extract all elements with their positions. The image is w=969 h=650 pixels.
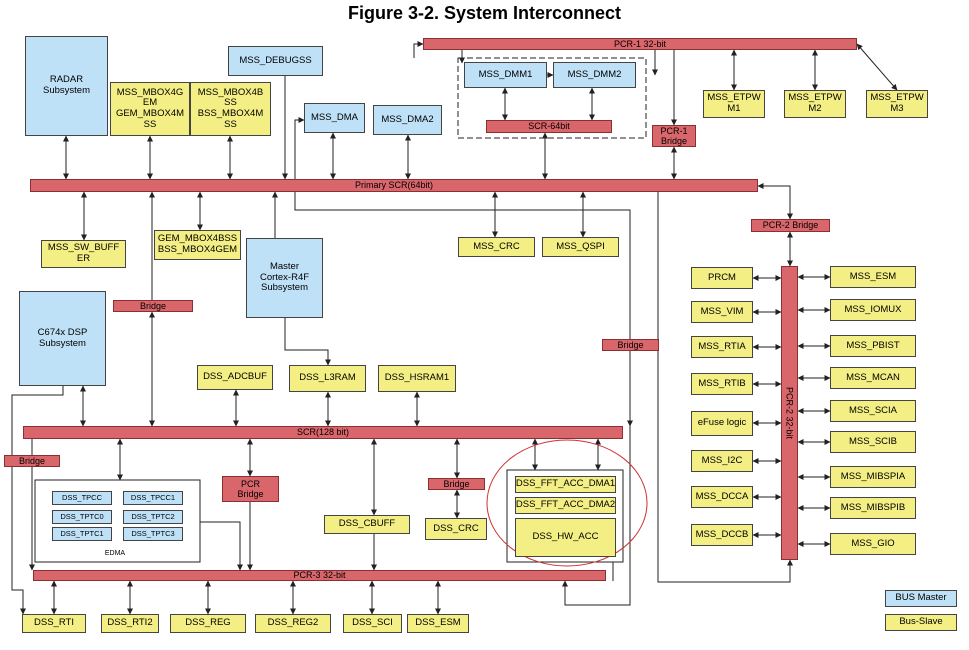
mss-mbox4bss-slave: MSS_MBOX4B SS BSS_MBOX4M SS xyxy=(190,82,271,136)
dss-hw-acc-slave: DSS_HW_ACC xyxy=(515,518,616,557)
scr64-bus: SCR-64bit xyxy=(486,120,612,133)
connector-line xyxy=(757,183,793,220)
pcr1-bus: PCR-1 32-bit xyxy=(423,38,857,50)
edma-label: EDMA xyxy=(104,550,126,557)
mss-iomux-slave: MSS_IOMUX xyxy=(830,299,916,321)
connector-line xyxy=(200,521,243,571)
edma-tptc2: DSS_TPTC2 xyxy=(123,510,183,524)
connector-line xyxy=(856,43,898,91)
bridge-left: Bridge xyxy=(113,300,193,312)
legend-bus-slave: Bus-Slave xyxy=(885,614,957,631)
cortex-r4f-master: Master Cortex-R4F Subsystem xyxy=(246,238,323,318)
mss-dccb-slave: MSS_DCCB xyxy=(691,524,753,546)
mss-scib-slave: MSS_SCIB xyxy=(830,431,916,453)
mss-pbist-slave: MSS_PBIST xyxy=(830,335,916,357)
edma-tptc1: DSS_TPTC1 xyxy=(52,527,112,541)
pcr3-bus: PCR-3 32-bit xyxy=(33,570,606,581)
pcr-bridge: PCR Bridge xyxy=(222,476,279,502)
connector-line xyxy=(11,386,64,615)
mss-scia-slave: MSS_SCIA xyxy=(830,400,916,422)
mss-dma2-master: MSS_DMA2 xyxy=(373,105,442,135)
bridge-right: Bridge xyxy=(602,339,659,351)
mss-mbox4gem-slave: MSS_MBOX4G EM GEM_MBOX4M SS xyxy=(110,82,190,136)
dss-sci-slave: DSS_SCI xyxy=(343,614,402,633)
mss-sw-buffer-slave: MSS_SW_BUFF ER xyxy=(41,240,126,268)
mss-debugss-master: MSS_DEBUGSS xyxy=(228,46,323,76)
dss-l3ram-slave: DSS_L3RAM xyxy=(289,365,366,392)
edma-tptc0: DSS_TPTC0 xyxy=(52,510,112,524)
mss-rtia-slave: MSS_RTIA xyxy=(691,336,753,358)
edma-tpcc1: DSS_TPCC1 xyxy=(123,491,183,505)
figure-title: Figure 3-2. System Interconnect xyxy=(347,3,622,23)
mss-esm-slave: MSS_ESM xyxy=(830,266,916,288)
c674x-dsp-master: C674x DSP Subsystem xyxy=(19,291,106,386)
mss-qspi-slave: MSS_QSPI xyxy=(542,237,619,257)
prcm-slave: PRCM xyxy=(691,267,753,289)
pcr2-bus: PCR-2 32-bit xyxy=(781,266,798,560)
mss-dmm1-master: MSS_DMM1 xyxy=(464,62,547,88)
scr128-bus: SCR(128 bit) xyxy=(23,426,623,439)
dss-fft-acc-dma1-slave: DSS_FFT_ACC_DMA1 xyxy=(515,476,616,493)
mss-i2c-slave: MSS_I2C xyxy=(691,450,753,472)
mss-gio-slave: MSS_GIO xyxy=(830,533,916,555)
edma-tptc3: DSS_TPTC3 xyxy=(123,527,183,541)
mss-mibspib-slave: MSS_MIBSPIB xyxy=(830,497,916,519)
dss-reg2-slave: DSS_REG2 xyxy=(255,614,331,633)
primary-scr-bus: Primary SCR(64bit) xyxy=(30,179,758,192)
dss-crc-slave: DSS_CRC xyxy=(425,518,487,540)
dss-hsram1-slave: DSS_HSRAM1 xyxy=(378,365,456,392)
bridge-dss-crc: Bridge xyxy=(428,478,485,490)
dss-fft-acc-dma2-slave: DSS_FFT_ACC_DMA2 xyxy=(515,497,616,514)
connector-line xyxy=(657,192,793,583)
mss-etpwm2-slave: MSS_ETPW M2 xyxy=(784,90,846,118)
pcr1-bridge: PCR-1 Bridge xyxy=(652,125,696,147)
mss-dma-master: MSS_DMA xyxy=(304,103,365,133)
connector-line xyxy=(413,41,424,58)
connector-line xyxy=(284,318,331,366)
dss-rti-slave: DSS_RTI xyxy=(22,614,86,633)
gem-bss-mbox-slave: GEM_MBOX4BSS BSS_MBOX4GEM xyxy=(154,230,241,260)
mss-rtib-slave: MSS_RTIB xyxy=(691,373,753,395)
mss-vim-slave: MSS_VIM xyxy=(691,301,753,323)
dss-cbuff-slave: DSS_CBUFF xyxy=(324,515,410,534)
mss-dmm2-master: MSS_DMM2 xyxy=(553,62,636,88)
mss-mcan-slave: MSS_MCAN xyxy=(830,367,916,389)
radar-subsystem-master: RADAR Subsystem xyxy=(25,36,108,136)
legend-bus-master: BUS Master xyxy=(885,590,957,607)
dmm-group-frame xyxy=(457,57,647,139)
pcr2-bridge: PCR-2 Bridge xyxy=(751,219,830,232)
hw-acc-group-frame xyxy=(506,469,624,563)
mss-mibspia-slave: MSS_MIBSPIA xyxy=(830,466,916,488)
dss-adcbuf-slave: DSS_ADCBUF xyxy=(197,365,273,390)
mss-crc-slave: MSS_CRC xyxy=(458,237,535,257)
mss-etpwm1-slave: MSS_ETPW M1 xyxy=(703,90,765,118)
connector-line xyxy=(294,192,631,339)
efuse-logic-slave: eFuse logic xyxy=(691,411,753,436)
connector-line xyxy=(294,117,305,179)
connector-line xyxy=(562,426,631,606)
mss-dcca-slave: MSS_DCCA xyxy=(691,486,753,508)
dss-rti2-slave: DSS_RTI2 xyxy=(101,614,159,633)
dss-esm-slave: DSS_ESM xyxy=(407,614,469,633)
hw-acc-highlight-circle xyxy=(486,439,648,567)
edma-tpcc: DSS_TPCC xyxy=(52,491,112,505)
dss-reg-slave: DSS_REG xyxy=(170,614,246,633)
edma-group-frame xyxy=(34,479,201,563)
mss-etpwm3-slave: MSS_ETPW M3 xyxy=(866,90,928,118)
bridge-far-left: Bridge xyxy=(4,455,60,467)
